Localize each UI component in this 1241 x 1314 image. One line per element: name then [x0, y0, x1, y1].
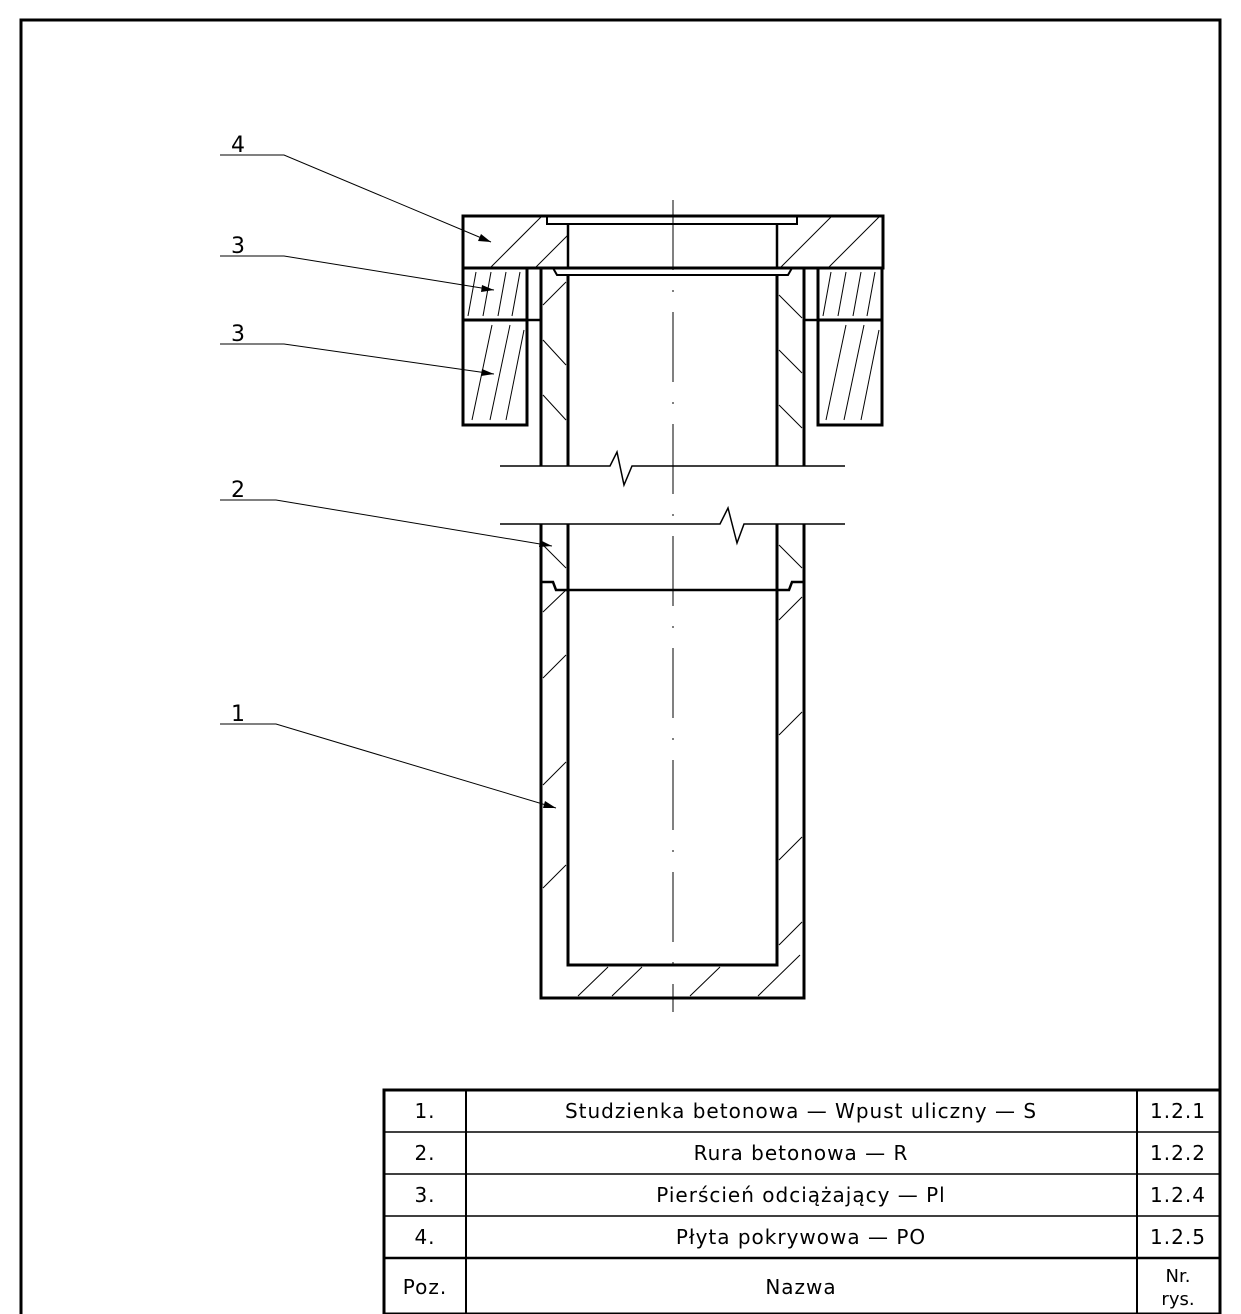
drawing-frame	[19, 18, 1222, 1314]
label-position-4: 4	[231, 133, 245, 158]
table-header-nr-line2: rys.	[1161, 1289, 1194, 1310]
table-row-4-nazwa: Płyta pokrywowa — PO	[676, 1225, 926, 1249]
leader-2	[220, 499, 553, 547]
table-row-2-poz: 2.	[414, 1141, 435, 1165]
relief-ring-right	[804, 266, 884, 427]
table-row-1-poz: 1.	[414, 1099, 435, 1123]
leader-arrowheads	[478, 234, 556, 808]
leader-1	[220, 723, 557, 809]
concrete-pipe-upper	[539, 267, 806, 466]
table-row-3-poz: 3.	[414, 1183, 435, 1207]
relief-ring-left	[461, 266, 541, 427]
leader-lines	[220, 154, 557, 809]
table-row-2-nr: 1.2.2	[1150, 1141, 1206, 1165]
table-header-nazwa: Nazwa	[765, 1275, 836, 1299]
label-position-2: 2	[231, 478, 245, 503]
table-row-4-poz: 4.	[414, 1225, 435, 1249]
table-row-4-nr: 1.2.5	[1150, 1225, 1206, 1249]
leader-3a	[220, 255, 495, 291]
table-row-3-nr: 1.2.4	[1150, 1183, 1206, 1207]
label-position-3b: 3	[231, 322, 245, 347]
label-position-1: 1	[231, 702, 245, 727]
table-header-nr-line1: Nr.	[1166, 1266, 1191, 1287]
table-row-1-nr: 1.2.1	[1150, 1099, 1206, 1123]
parts-table	[382, 1088, 1222, 1314]
leader-4	[220, 154, 492, 243]
table-row-2-nazwa: Rura betonowa — R	[694, 1141, 909, 1165]
break-line-upper	[500, 449, 845, 488]
table-row-3-nazwa: Pierścień odciążający — Pl	[656, 1183, 946, 1207]
leader-3b	[220, 343, 495, 375]
label-position-3a: 3	[231, 234, 245, 259]
frame-seat	[552, 267, 793, 276]
break-line-lower	[500, 505, 845, 546]
inlet-section	[461, 200, 885, 1012]
table-header-poz: Poz.	[403, 1275, 447, 1299]
table-row-1-nazwa: Studzienka betonowa — Wpust uliczny — S	[565, 1099, 1037, 1123]
